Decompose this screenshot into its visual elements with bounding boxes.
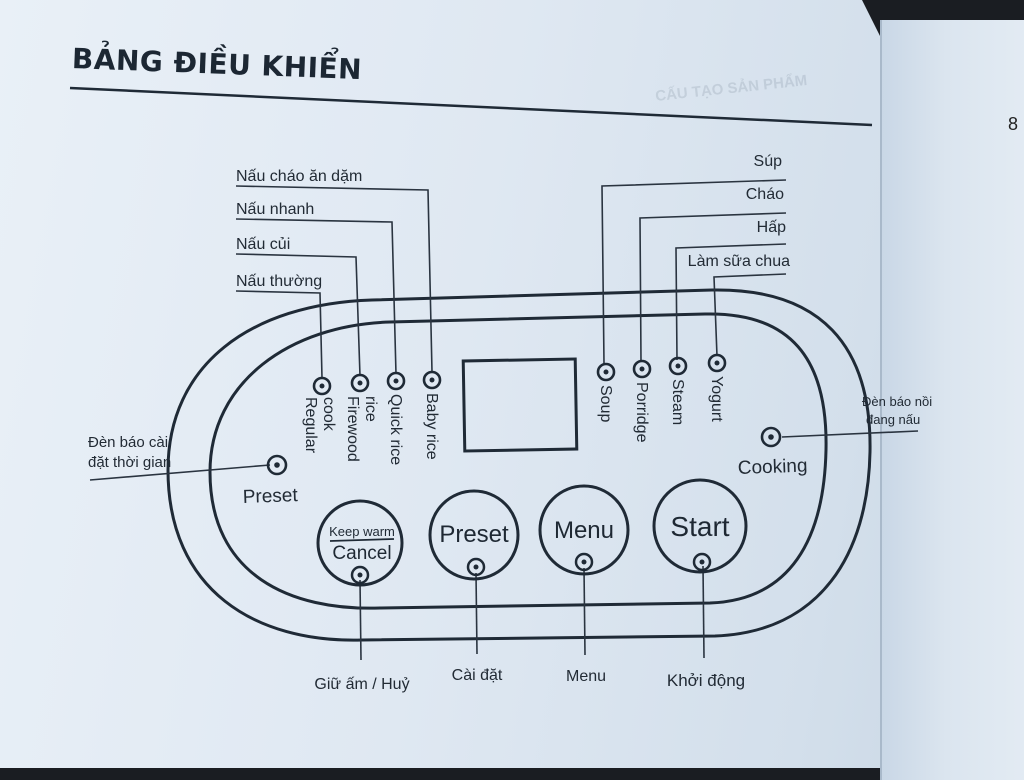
- page-number: 8: [1008, 114, 1019, 134]
- preset-led: [266, 454, 288, 476]
- left-callout-lines: [235, 185, 433, 379]
- title-underline: [69, 86, 873, 127]
- baby-rice-label: Baby rice: [423, 393, 440, 460]
- preset-button-label: Preset: [439, 521, 509, 548]
- porridge-led: [632, 359, 652, 379]
- callout-keep-warm-cancel: Giữ ấm / Huỷ: [314, 676, 409, 693]
- steam-led: [668, 356, 688, 376]
- soup-label: Soup: [597, 385, 614, 422]
- yogurt-label: Yogurt: [708, 376, 725, 422]
- start-button[interactable]: Start: [652, 478, 748, 574]
- cooking-indicator-label: Cooking: [737, 456, 807, 479]
- baby-rice-led: [422, 370, 442, 390]
- panel-outer-outline: [166, 288, 872, 642]
- callout-yogurt: Làm sữa chua: [688, 253, 790, 270]
- callout-preset: Cài đặt: [452, 667, 503, 684]
- keep-warm-label: Keep warm: [329, 524, 395, 539]
- panel-inner-outline: [208, 312, 828, 610]
- firewood-rice-label-2: rice: [362, 396, 379, 422]
- callout-porridge: Cháo: [746, 186, 784, 203]
- quick-rice-led: [386, 371, 406, 391]
- preset-button[interactable]: Preset: [428, 489, 520, 581]
- callout-firewood-rice: Nấu củi: [236, 236, 290, 253]
- porridge-label: Porridge: [633, 382, 650, 443]
- regular-cook-led: [312, 376, 332, 396]
- callout-preset-indicator-1: Đèn báo cài: [88, 434, 168, 451]
- keep-warm-cancel-button[interactable]: Keep warm Cancel: [316, 499, 404, 587]
- firewood-rice-led: [350, 373, 370, 393]
- start-button-label: Start: [670, 511, 729, 542]
- callout-baby-rice: Nấu cháo ăn dặm: [236, 168, 362, 185]
- soup-led: [596, 362, 616, 382]
- callout-menu: Menu: [566, 668, 606, 685]
- callout-regular-cook: Nấu thường: [236, 273, 322, 290]
- firewood-rice-label: Firewood: [344, 396, 361, 462]
- right-callout-lines: [601, 179, 787, 365]
- callout-soup: Súp: [754, 153, 783, 170]
- steam-label: Steam: [669, 379, 686, 425]
- lcd-display: [461, 357, 579, 453]
- preset-indicator-callout-line: [89, 464, 271, 481]
- callout-cooking-indicator-1: Đèn báo nồi: [862, 394, 932, 409]
- cooking-indicator-callout-line: [781, 430, 919, 438]
- next-page-edge: [880, 20, 1024, 780]
- indicator-leds: [266, 353, 782, 476]
- yogurt-led: [707, 353, 727, 373]
- callout-start: Khởi động: [667, 671, 745, 690]
- cooking-led: [760, 426, 782, 448]
- button-callout-lines: [359, 565, 705, 661]
- preset-indicator-label: Preset: [242, 485, 298, 508]
- callout-steam: Hấp: [757, 219, 786, 236]
- quick-rice-label: Quick rice: [387, 394, 404, 465]
- callout-preset-indicator-2: đặt thời gian: [88, 454, 171, 471]
- regular-cook-label: Regular: [302, 397, 319, 454]
- callout-cooking-indicator-2: đang nấu: [866, 412, 920, 427]
- regular-cook-label-2: cook: [320, 397, 337, 432]
- callout-quick-rice: Nấu nhanh: [236, 201, 314, 218]
- menu-button-label: Menu: [554, 517, 614, 544]
- cancel-label: Cancel: [332, 543, 391, 564]
- menu-button[interactable]: Menu: [538, 484, 630, 576]
